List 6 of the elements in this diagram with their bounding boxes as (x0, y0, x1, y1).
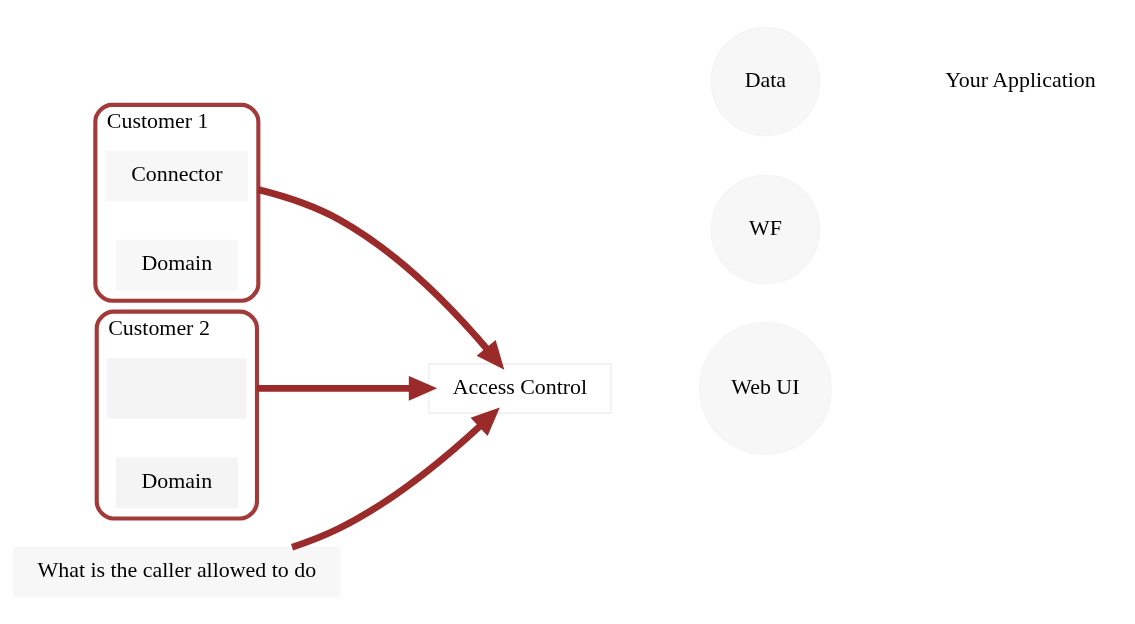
label: Your Application (945, 66, 1096, 92)
arrow (256, 375, 438, 401)
node-box: Access Control (428, 363, 612, 414)
arrow (257, 186, 505, 370)
arrow (291, 407, 500, 551)
node-box: What is the caller allowed to do (13, 546, 341, 598)
